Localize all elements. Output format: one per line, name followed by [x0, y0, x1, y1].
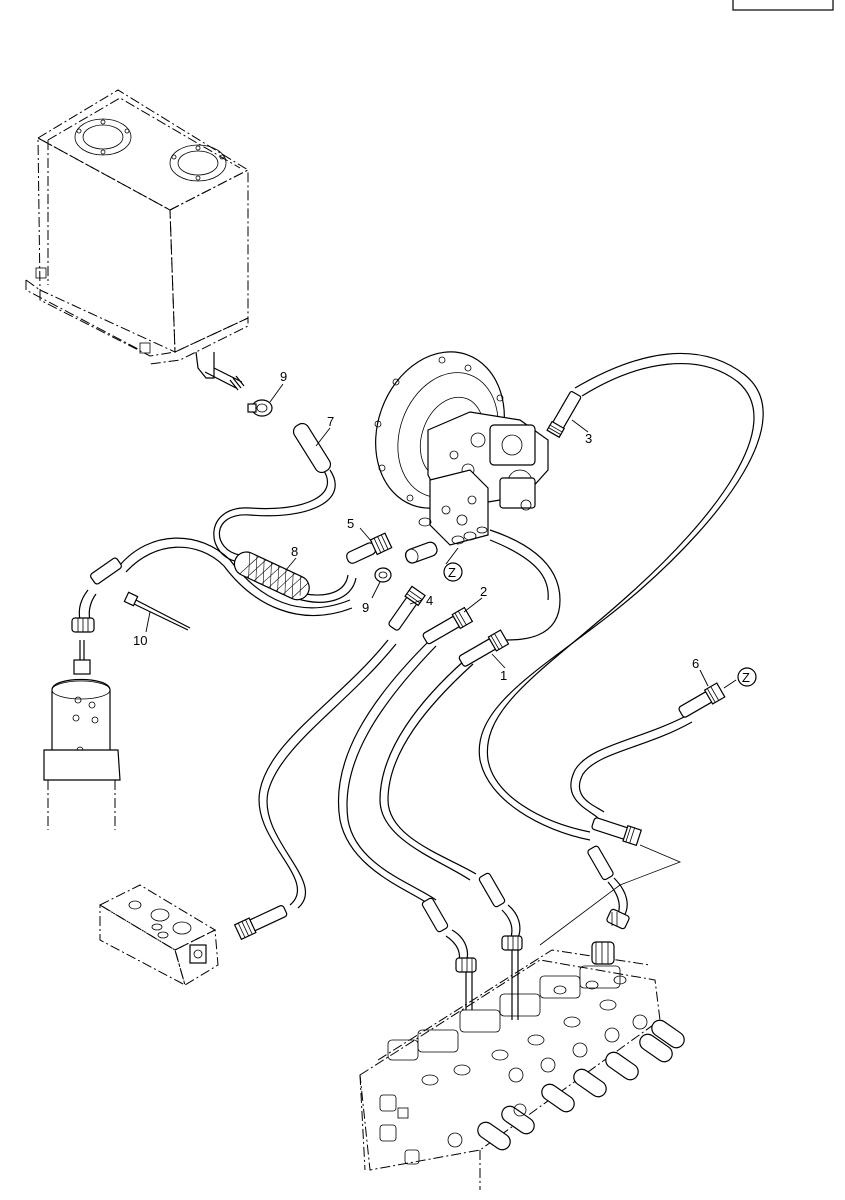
z-marker-2 [737, 667, 757, 687]
swing-motor-icon [374, 351, 549, 546]
callout-1: 1 [500, 668, 507, 683]
callout-7: 7 [327, 414, 334, 429]
callout-10: 10 [133, 633, 147, 648]
corrugated-hose-icon [233, 551, 310, 601]
fittings [71, 391, 726, 1020]
callout-labels: 9 7 3 5 8 9 4 2 1 6 10 Z Z [133, 369, 757, 689]
callout-5: 5 [347, 516, 354, 531]
junction-block-icon [98, 884, 219, 986]
z-marker-1-label: Z [448, 565, 456, 580]
callout-6: 6 [692, 656, 699, 671]
callout-8: 8 [291, 544, 298, 559]
clamp-icon [247, 399, 273, 417]
hose-lines [119, 352, 764, 946]
callout-9-top: 9 [280, 369, 287, 384]
hydraulic-tank-icon [25, 89, 250, 391]
cylinder-icon [43, 640, 121, 830]
callout-3: 3 [585, 431, 592, 446]
callout-9-bottom: 9 [362, 600, 369, 615]
z-marker-2-label: Z [742, 670, 750, 685]
callout-4: 4 [426, 593, 433, 608]
callout-2: 2 [480, 584, 487, 599]
page-label-box [732, 0, 834, 11]
cable-tie-icon [123, 591, 191, 631]
control-valve-icon [359, 941, 685, 1190]
z-marker-1 [443, 562, 463, 582]
